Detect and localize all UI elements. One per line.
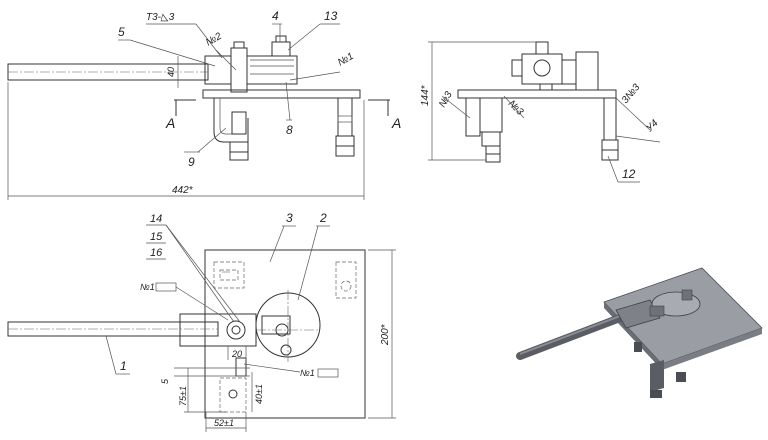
top-nut	[271, 41, 291, 57]
side-left-clamp	[479, 97, 503, 133]
dim-52: 52±1	[214, 418, 234, 428]
dim-442: 442*	[172, 185, 194, 196]
front-view: A A 40 442* T3-◺3 5 №2 4 13 №1 8 9	[7, 9, 401, 200]
dim-40: 40	[166, 67, 176, 77]
bolt-nut-left	[229, 141, 249, 153]
weld-symbol: T3-◺3	[146, 12, 175, 23]
dim-5: 5	[160, 378, 170, 384]
hook-clamp	[213, 98, 249, 143]
base-plate	[202, 89, 361, 99]
side-right-clamp	[603, 97, 617, 141]
section-mark-left: A	[165, 115, 175, 131]
pivot-pin	[226, 320, 246, 340]
side-view: 144* №3 №3 3№3 У4 12	[420, 41, 661, 183]
callout-4: 4	[272, 9, 279, 23]
callout-side-3no3: 3№3	[620, 82, 643, 106]
callout-top-no1-b: №1	[300, 368, 315, 378]
callout-15: 15	[150, 231, 163, 243]
top-plate	[204, 249, 366, 419]
dim-20: 20	[231, 349, 242, 359]
section-mark-right: A	[391, 115, 401, 131]
callout-top-no1-a: №1	[140, 282, 155, 292]
render-clamp	[650, 360, 664, 392]
dim-40: 40±1	[254, 384, 264, 404]
isometric-render	[516, 267, 763, 398]
lever-arm	[179, 313, 257, 347]
side-head	[521, 53, 563, 85]
callout-9: 9	[188, 155, 195, 169]
callout-8: 8	[286, 123, 293, 137]
dim-75: 75±1	[178, 386, 188, 406]
right-clamp	[337, 97, 353, 137]
side-plate	[457, 89, 617, 99]
top-view: 200* 20 5 75±1 40±1 52±1 14 15 16 3 2 1	[7, 211, 396, 432]
render-rod	[516, 314, 624, 360]
callout-5: 5	[118, 25, 125, 39]
callout-16: 16	[150, 247, 163, 259]
callout-13: 13	[324, 9, 338, 23]
dim-144: 144*	[420, 84, 431, 106]
pin-block	[230, 47, 248, 93]
bolt-nut-right	[335, 145, 355, 157]
callout-14: 14	[150, 213, 162, 225]
roller-block	[204, 55, 232, 85]
callout-side-u4: У4	[644, 118, 661, 135]
dim-200: 200*	[380, 323, 391, 346]
callout-no1: №1	[336, 51, 356, 69]
callout-2: 2	[319, 211, 327, 225]
callout-3: 3	[286, 211, 293, 225]
callout-no2: №2	[204, 31, 224, 49]
callout-12: 12	[622, 167, 636, 181]
callout-1: 1	[120, 359, 127, 373]
